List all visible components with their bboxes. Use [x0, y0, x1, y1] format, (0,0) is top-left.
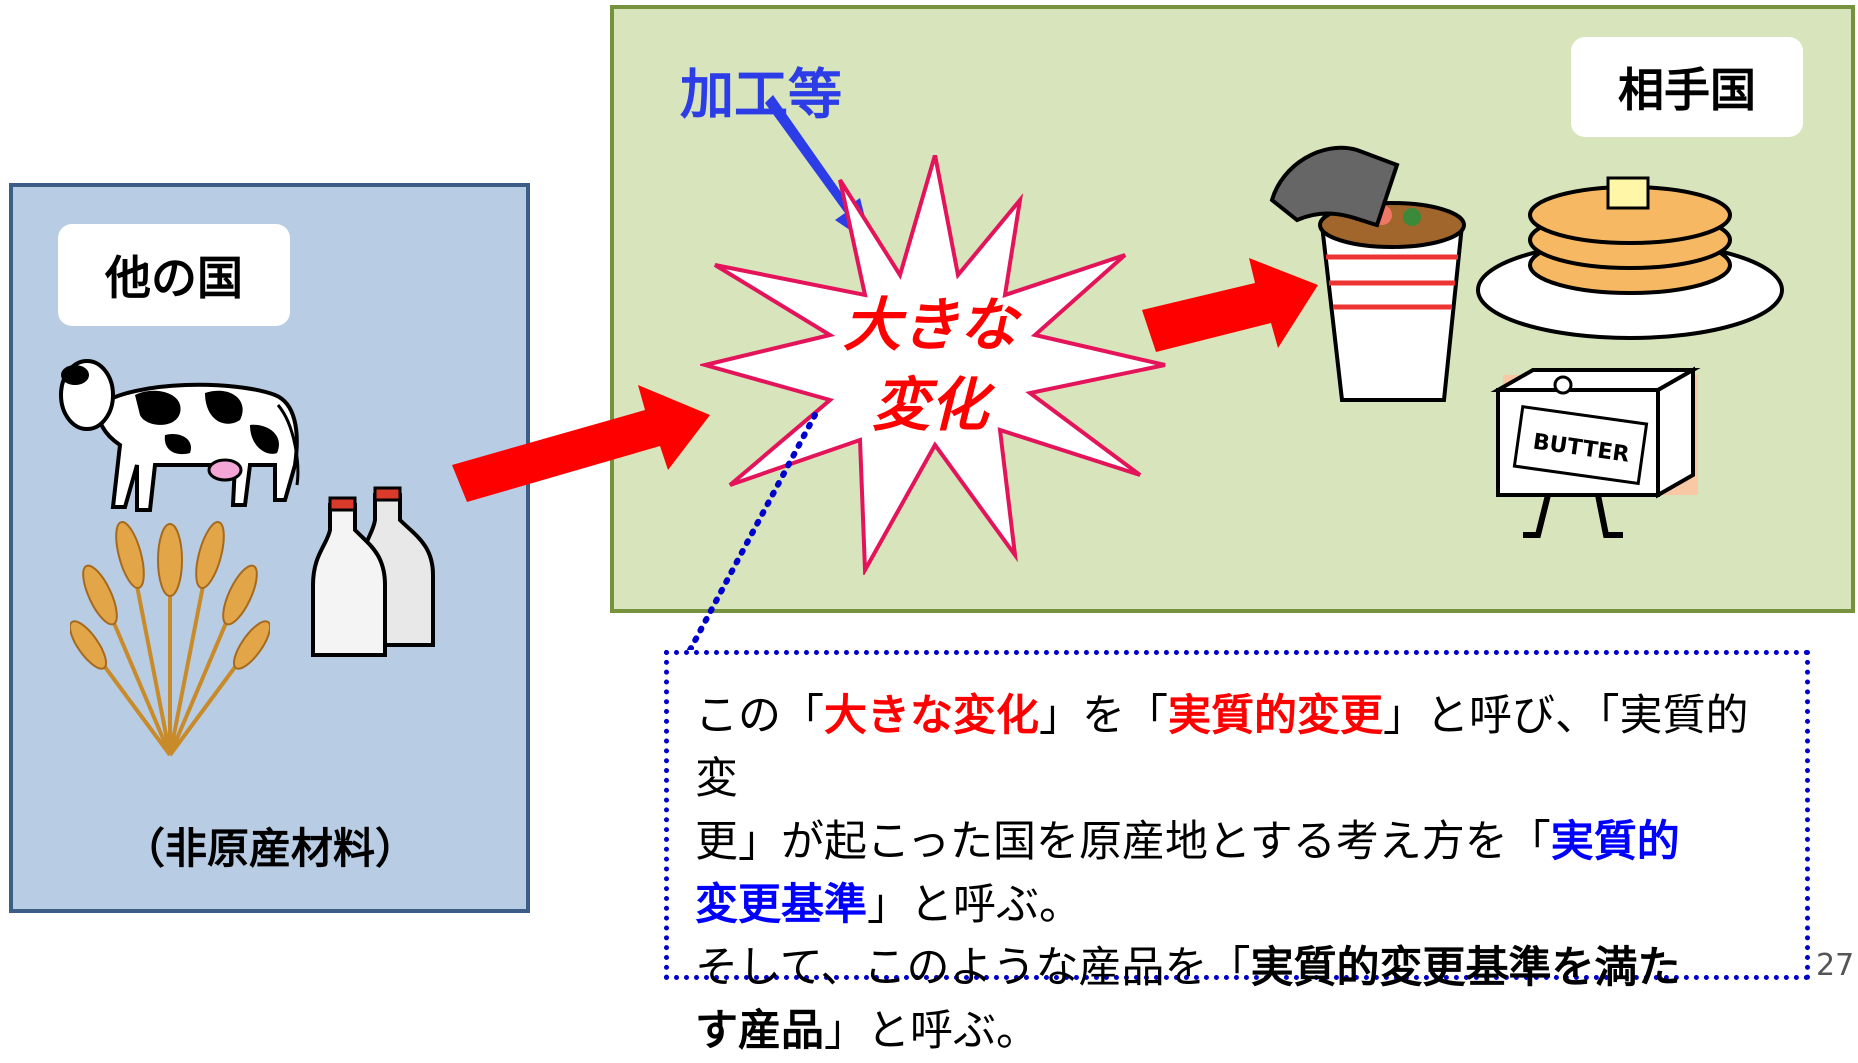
big-change-text: 大きな 変化	[830, 285, 1030, 445]
big-change-line1: 大きな	[842, 291, 1017, 359]
cow-illustration	[59, 359, 300, 512]
arrow-to-transformation	[452, 385, 710, 502]
butter-illustration: BUTTER	[1490, 366, 1701, 538]
note-line-1: この「大きな変化」を「実質的変更」と呼び、「実質的変	[695, 691, 1749, 804]
wheat-illustration	[70, 521, 270, 757]
arrow-to-products	[1142, 258, 1318, 352]
processing-label: 加工等	[680, 63, 842, 126]
note-line-4: そして、このような産品を「実質的変更基準を満た	[695, 943, 1681, 993]
non-originating-materials-caption: （非原産材料）	[122, 824, 417, 873]
milk-bottles-illustration	[311, 486, 435, 657]
explanation-note: この「大きな変化」を「実質的変更」と呼び、「実質的変 更」が起こった国を原産地と…	[664, 650, 1810, 1056]
cup-noodle-illustration	[1269, 145, 1466, 402]
big-change-line2: 変化	[871, 371, 988, 439]
pancakes-illustration	[1476, 176, 1784, 340]
partner-country-label: 相手国	[1571, 37, 1803, 137]
other-country-label: 他の国	[58, 224, 290, 326]
callout-connector	[687, 412, 818, 653]
note-line-3: 変更基準」と呼ぶ。	[695, 880, 1082, 930]
note-line-2: 更」が起こった国を原産地とする考え方を「実質的	[695, 817, 1680, 867]
page-number: 27	[1816, 948, 1855, 983]
note-line-5: す産品」と呼ぶ。	[695, 1006, 1039, 1056]
starburst-shape	[700, 155, 1166, 575]
